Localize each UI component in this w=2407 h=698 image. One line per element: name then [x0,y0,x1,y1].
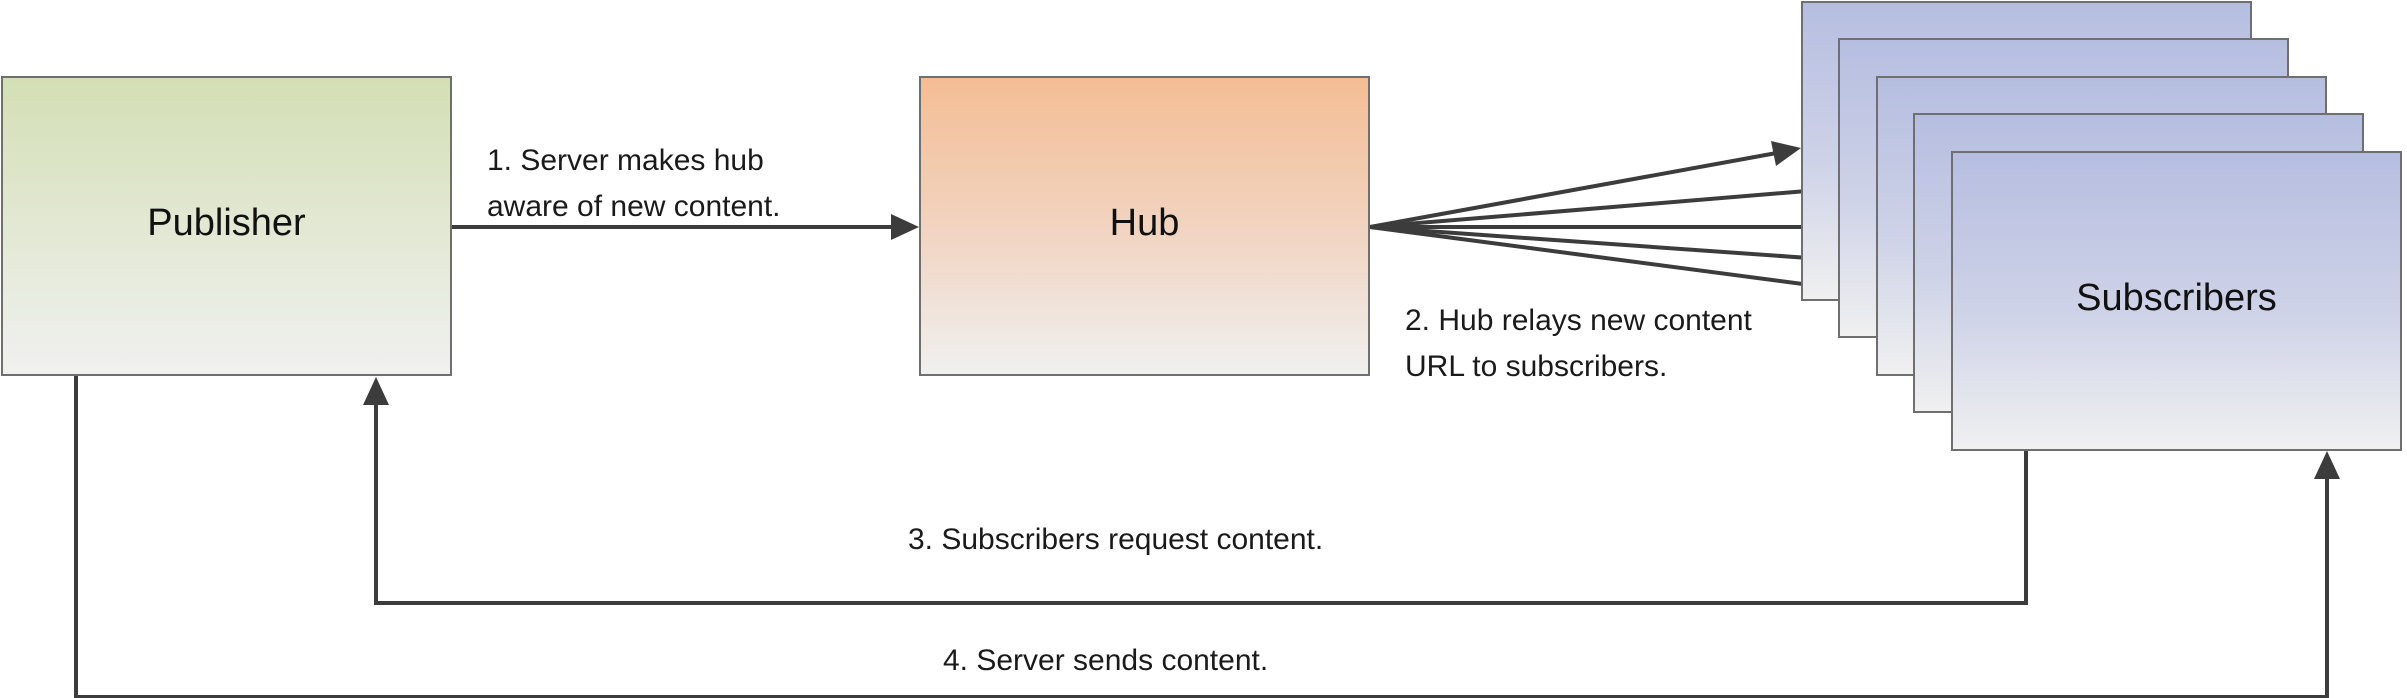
step-2-line-2: URL to subscribers. [1405,350,1668,383]
publisher-label: Publisher [147,202,306,244]
hub-label: Hub [1109,202,1180,244]
subscribers-node: Subscribers [1951,151,2402,451]
step-1-line-2: aware of new content. [487,190,781,223]
step-3-line-1: 3. Subscribers request content. [908,523,1324,556]
fanout-arrow-1 [1369,150,1783,229]
step-2-line-1: 2. Hub relays new content [1405,304,1752,337]
arrowhead-hub [891,214,919,240]
fanout-arrowhead-1 [1771,141,1801,166]
subscribers-label: Subscribers [2076,277,2277,319]
step-1-annotation: 1. Server makes hub aware of new content… [487,138,781,230]
step-1-line-1: 1. Server makes hub [487,144,764,177]
fanout-arrow-2 [1369,188,1820,229]
step-2-annotation: 2. Hub relays new content URL to subscri… [1405,298,1752,390]
arrowhead-subscribers [2314,451,2340,479]
arrow-publisher-to-subscribers [74,376,2329,698]
step-4-annotation: 4. Server sends content. [943,638,1268,684]
arrowhead-publisher [363,377,389,405]
hub-node: Hub [919,76,1370,376]
publisher-node: Publisher [1,76,452,376]
step-3-annotation: 3. Subscribers request content. [908,517,1323,563]
step-4-line-1: 4. Server sends content. [943,644,1269,677]
arrow-subscribers-to-publisher [374,396,2028,605]
